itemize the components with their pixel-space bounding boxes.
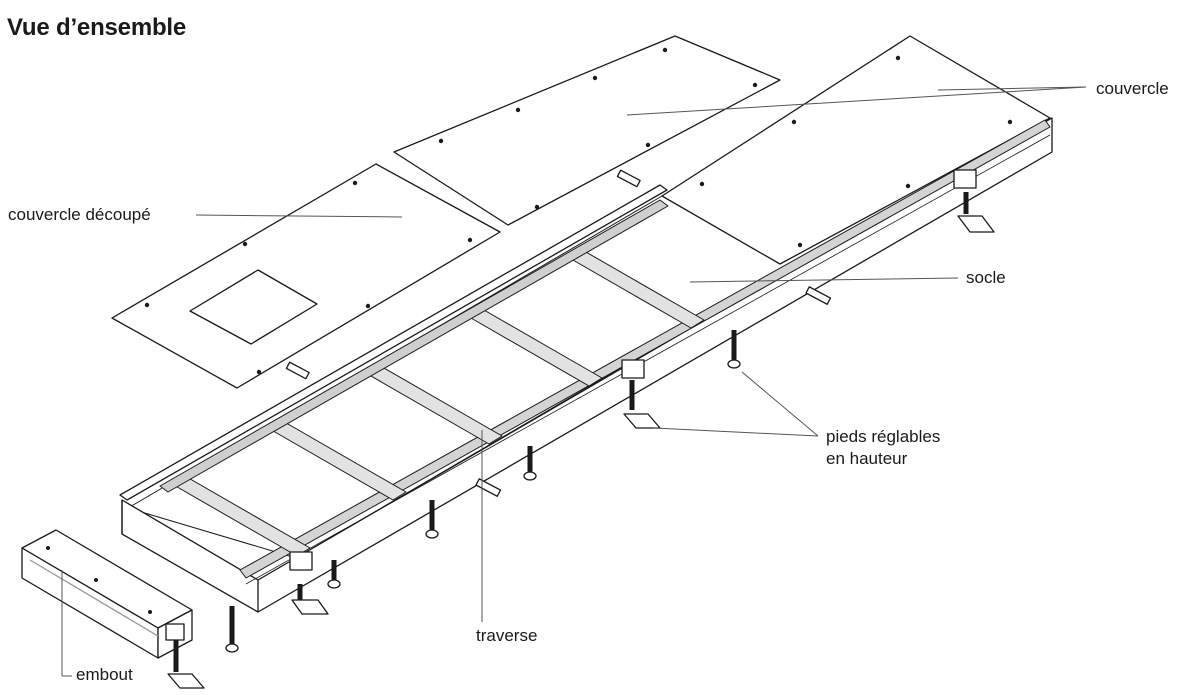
bracket-1	[289, 551, 313, 571]
bracket-2	[621, 359, 645, 379]
connector-pin	[616, 169, 641, 188]
crossbars	[159, 199, 705, 557]
foot-8	[957, 192, 995, 233]
label-couvercle-decoupe: couvercle découpé	[8, 205, 151, 224]
base-channel	[119, 35, 1053, 613]
leader-couvercle-2	[937, 86, 1087, 91]
label-socle: socle	[966, 268, 1006, 287]
foot-4	[425, 500, 439, 539]
foot-2	[291, 584, 329, 615]
leader-lines	[61, 86, 1087, 677]
leader-pieds-2	[653, 427, 819, 437]
leader-pieds-1	[741, 371, 819, 437]
label-traverse: traverse	[476, 626, 538, 645]
label-embout: embout	[76, 665, 133, 684]
leader-couvercle-decoupe	[195, 214, 403, 218]
foot-7	[727, 330, 741, 369]
connector-pin-2	[285, 361, 310, 380]
label-pieds-line2: en hauteur	[826, 449, 908, 468]
foot-1	[225, 606, 239, 653]
end-cap	[21, 529, 205, 689]
cut-out-cover-plate	[111, 163, 501, 389]
connector-pins-loose	[475, 286, 832, 497]
label-couvercle: couvercle	[1096, 79, 1169, 98]
label-pieds-line1: pieds réglables	[826, 427, 941, 446]
bracket-3	[953, 169, 977, 189]
page-title: Vue d’ensemble	[7, 14, 187, 41]
foot-3	[327, 560, 341, 589]
foot-6	[623, 380, 661, 429]
cover-plate-upper	[393, 35, 781, 226]
foot-5	[523, 446, 537, 481]
leader-couvercle-1	[626, 86, 1087, 116]
adjustable-feet	[225, 169, 995, 653]
label-pieds-reglables: pieds réglables en hauteur	[826, 426, 986, 470]
leader-socle	[689, 277, 959, 283]
